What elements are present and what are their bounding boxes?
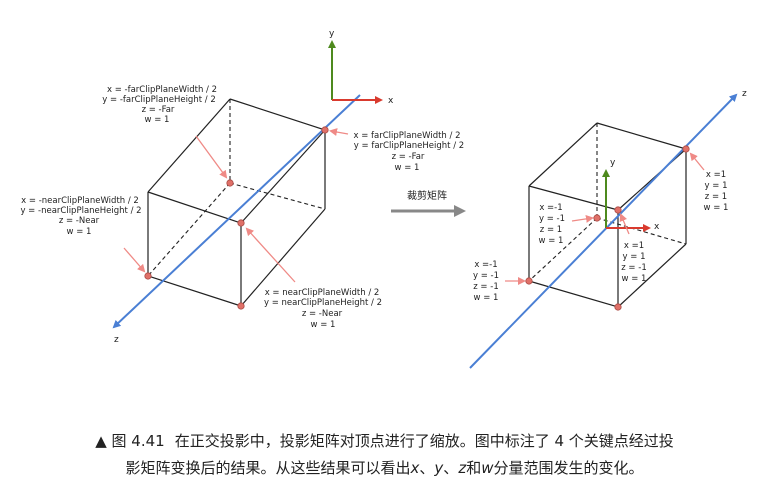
caption-text-1: 在正交投影中，投影矩阵对顶点进行了缩放。图中标注了 4 个关键点经过投 bbox=[174, 432, 674, 450]
svg-text:x = -farClipPlaneWidth / 2: x = -farClipPlaneWidth / 2 bbox=[107, 85, 217, 95]
caption-and: 和 bbox=[466, 459, 482, 477]
label-right-bottom-left: x =-1 y = -1 z = -1 w = 1 bbox=[473, 260, 499, 303]
transform-label: 裁剪矩阵 bbox=[407, 189, 447, 202]
left-x-axis-label: x bbox=[388, 96, 394, 106]
svg-text:w = 1: w = 1 bbox=[622, 274, 647, 284]
right-y-axis-label: y bbox=[610, 158, 616, 168]
caption-line-1: ▲ 图 4.41 在正交投影中，投影矩阵对顶点进行了缩放。图中标注了 4 个关键点… bbox=[0, 428, 769, 455]
svg-text:y = nearClipPlaneHeight / 2: y = nearClipPlaneHeight / 2 bbox=[264, 298, 382, 308]
label-right-middle: x =1 y = 1 z = -1 w = 1 bbox=[621, 241, 646, 284]
left-pointers bbox=[123, 128, 349, 283]
svg-text:z = -Near: z = -Near bbox=[302, 309, 343, 319]
caption-var-y: y bbox=[434, 459, 444, 477]
left-point-near-top-right bbox=[237, 219, 245, 227]
svg-text:z = -Near: z = -Near bbox=[59, 216, 100, 226]
svg-text:w = 1: w = 1 bbox=[145, 115, 170, 125]
right-point-bottom-right bbox=[614, 303, 622, 311]
right-x-axis-label: x bbox=[654, 222, 660, 232]
caption-text-2b: 分量范围发生的变化。 bbox=[493, 459, 644, 477]
svg-text:y = -1: y = -1 bbox=[473, 271, 499, 281]
caption-var-w: w bbox=[481, 459, 494, 477]
left-visible-edges bbox=[147, 98, 326, 307]
svg-text:z = -Far: z = -Far bbox=[392, 152, 425, 162]
svg-text:w = 1: w = 1 bbox=[395, 163, 420, 173]
label-far-top-left: x = -farClipPlaneWidth / 2 y = -farClipP… bbox=[102, 85, 217, 125]
svg-text:w = 1: w = 1 bbox=[474, 293, 499, 303]
figure-caption: ▲ 图 4.41 在正交投影中，投影矩阵对顶点进行了缩放。图中标注了 4 个关键点… bbox=[0, 428, 769, 482]
right-cube-figure: z y x x =1 y = 1 z = 1 w = 1 bbox=[469, 89, 747, 369]
label-right-top-right: x =1 y = 1 z = 1 w = 1 bbox=[704, 170, 729, 213]
label-far-top-right: x = farClipPlaneWidth / 2 y = farClipPla… bbox=[354, 131, 465, 173]
right-point-bottom-left bbox=[525, 277, 533, 285]
caption-var-x: x bbox=[410, 459, 420, 477]
caption-line-2: 影矩阵变换后的结果。从这些结果可以看出x、y、z和w分量范围发生的变化。 bbox=[0, 455, 769, 482]
svg-text:x = -nearClipPlaneWidth / 2: x = -nearClipPlaneWidth / 2 bbox=[21, 196, 139, 206]
right-z-axis-label: z bbox=[742, 89, 747, 99]
svg-text:w = 1: w = 1 bbox=[311, 320, 336, 330]
svg-text:w = 1: w = 1 bbox=[704, 203, 729, 213]
right-point-middle bbox=[614, 206, 622, 214]
right-point-inner bbox=[593, 214, 601, 222]
left-point-near-bottom-right bbox=[237, 302, 245, 310]
left-z-axis-label: z bbox=[114, 335, 119, 345]
left-point-near-bottom-left bbox=[144, 272, 152, 280]
left-point-far-top-right bbox=[321, 126, 329, 134]
svg-text:z = -Far: z = -Far bbox=[142, 105, 175, 115]
svg-text:y = farClipPlaneHeight / 2: y = farClipPlaneHeight / 2 bbox=[354, 141, 464, 151]
caption-text-2a: 影矩阵变换后的结果。从这些结果可以看出 bbox=[125, 459, 411, 477]
label-near-bottom-left: x = -nearClipPlaneWidth / 2 y = -nearCli… bbox=[20, 196, 141, 237]
right-hidden-edges bbox=[528, 123, 687, 282]
svg-text:y = 1: y = 1 bbox=[705, 181, 728, 191]
left-point-far-bottom-left bbox=[226, 179, 234, 187]
caption-sep-2: 、 bbox=[443, 459, 459, 477]
svg-text:y = -1: y = -1 bbox=[539, 214, 565, 224]
svg-text:y = 1: y = 1 bbox=[623, 252, 646, 262]
caption-sep-1: 、 bbox=[419, 459, 435, 477]
caption-marker: ▲ 图 4.41 bbox=[95, 432, 165, 450]
svg-text:w = 1: w = 1 bbox=[67, 227, 92, 237]
label-right-inner: x =-1 y = -1 z = 1 w = 1 bbox=[539, 203, 565, 246]
left-y-axis-label: y bbox=[329, 29, 335, 39]
svg-text:x =-1: x =-1 bbox=[474, 260, 497, 270]
svg-text:x = nearClipPlaneWidth / 2: x = nearClipPlaneWidth / 2 bbox=[265, 288, 380, 298]
svg-text:z = -1: z = -1 bbox=[473, 282, 498, 292]
left-vertex-points bbox=[144, 126, 329, 310]
svg-text:y = -nearClipPlaneHeight / 2: y = -nearClipPlaneHeight / 2 bbox=[20, 206, 141, 216]
projection-diagram: z y x x = -farClipPlaneWidth / 2 y = -fa… bbox=[20, 29, 747, 369]
svg-text:z = 1: z = 1 bbox=[540, 225, 562, 235]
svg-text:z = -1: z = -1 bbox=[621, 263, 646, 273]
right-point-top-right bbox=[682, 145, 690, 153]
right-vertex-points bbox=[525, 145, 690, 311]
svg-text:y = -farClipPlaneHeight / 2: y = -farClipPlaneHeight / 2 bbox=[102, 95, 215, 105]
left-z-axis bbox=[112, 94, 361, 329]
transform-arrow-group: 裁剪矩阵 bbox=[391, 189, 466, 217]
svg-text:x =-1: x =-1 bbox=[539, 203, 562, 213]
left-frustum-figure: z y x x = -farClipPlaneWidth / 2 y = -fa… bbox=[20, 29, 464, 345]
svg-text:w = 1: w = 1 bbox=[539, 236, 564, 246]
svg-text:x =1: x =1 bbox=[706, 170, 726, 180]
right-z-axis bbox=[469, 93, 738, 369]
right-pointers bbox=[505, 152, 705, 285]
svg-text:x =1: x =1 bbox=[624, 241, 644, 251]
left-hidden-edges bbox=[147, 99, 326, 277]
caption-var-z: z bbox=[458, 459, 467, 477]
svg-text:x = farClipPlaneWidth / 2: x = farClipPlaneWidth / 2 bbox=[354, 131, 461, 141]
svg-text:z = 1: z = 1 bbox=[705, 192, 727, 202]
label-near-bottom-right: x = nearClipPlaneWidth / 2 y = nearClipP… bbox=[264, 288, 382, 330]
